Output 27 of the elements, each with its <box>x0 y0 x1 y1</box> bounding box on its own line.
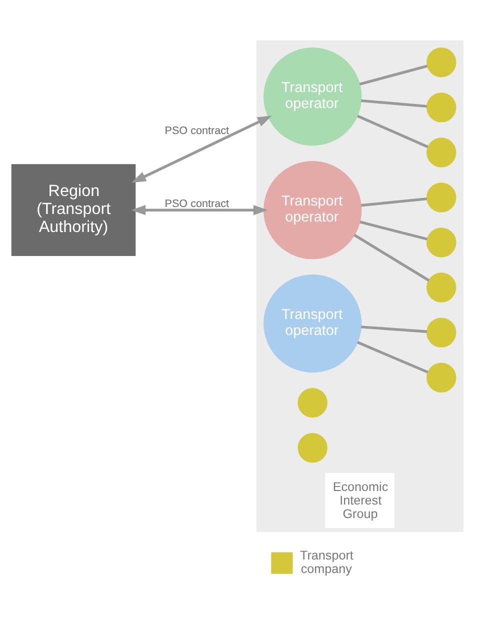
node-circle: Transport operator <box>264 48 362 146</box>
arrow <box>131 205 268 216</box>
node-circle <box>426 48 456 78</box>
node-circle <box>426 182 456 212</box>
connector <box>361 99 427 108</box>
node-circle: Transport operator <box>264 274 362 373</box>
node-circle: Transport operator <box>264 161 362 260</box>
connector <box>359 64 428 86</box>
legend-label: Transport company <box>300 548 354 576</box>
node-circle <box>298 432 328 463</box>
connector <box>360 220 428 240</box>
arrow <box>132 116 272 183</box>
node-circle <box>298 388 328 418</box>
connector <box>357 114 428 148</box>
node-box: Region (Transport Authority) <box>11 164 136 256</box>
connector <box>361 326 427 333</box>
node-circle <box>426 272 456 302</box>
connector <box>361 198 427 207</box>
edge-label: PSO contract <box>164 198 229 210</box>
connector <box>354 234 430 282</box>
node-circle <box>426 318 456 348</box>
node-circle <box>426 228 456 258</box>
node-circle <box>426 92 456 122</box>
edge-label: PSO contract <box>164 125 229 138</box>
connector <box>357 341 428 374</box>
node-circle <box>426 138 456 168</box>
node-circle <box>426 362 456 392</box>
